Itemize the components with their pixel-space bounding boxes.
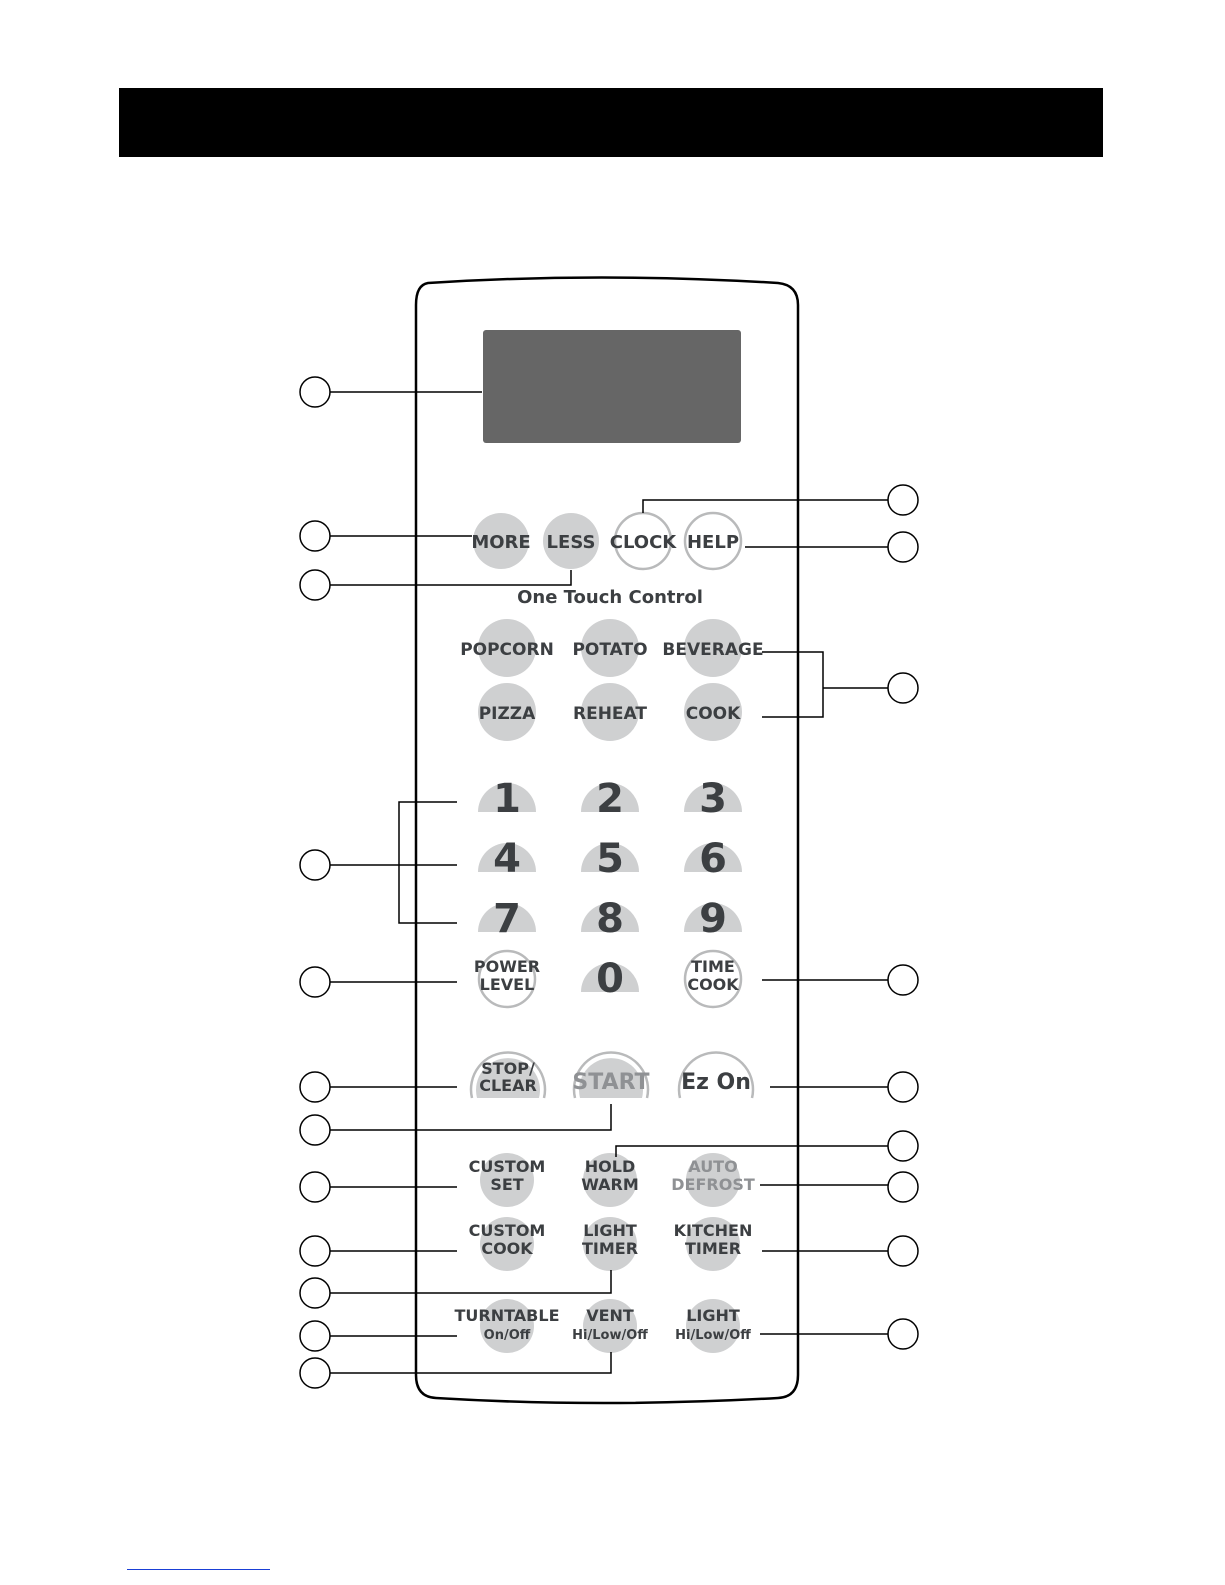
kitchen-timer-label-2: TIMER bbox=[685, 1239, 741, 1258]
callout-custom-cook bbox=[300, 1236, 330, 1266]
cook-label: COOK bbox=[686, 704, 741, 724]
key-3-label: 3 bbox=[699, 776, 727, 822]
callout-stop-clear bbox=[300, 1072, 330, 1102]
light-timer-label-1: LIGHT bbox=[583, 1221, 637, 1240]
callout-turntable bbox=[300, 1321, 330, 1351]
key-9-label: 9 bbox=[699, 896, 727, 942]
more-label: MORE bbox=[471, 532, 530, 553]
key-2-label: 2 bbox=[596, 776, 624, 822]
custom-cook-label-2: COOK bbox=[481, 1239, 533, 1258]
callout-auto-defrost bbox=[888, 1172, 918, 1202]
callout-vent bbox=[300, 1358, 330, 1388]
light-label-2: Hi/Low/Off bbox=[675, 1328, 751, 1343]
turntable-label-1: TURNTABLE bbox=[455, 1306, 560, 1325]
potato-label: POTATO bbox=[572, 640, 647, 660]
callout-hold-warm bbox=[888, 1131, 918, 1161]
time-cook-label-1: TIME bbox=[691, 957, 735, 976]
clock-label: CLOCK bbox=[610, 532, 678, 553]
time-cook-label-2: COOK bbox=[687, 975, 739, 994]
key-0-label: 0 bbox=[596, 956, 624, 1002]
start-label: START bbox=[572, 1070, 649, 1095]
one-touch-control-label: One Touch Control bbox=[517, 587, 703, 608]
callout-one-touch bbox=[888, 673, 918, 703]
callout-less bbox=[300, 570, 330, 600]
display-window bbox=[483, 330, 741, 443]
beverage-label: BEVERAGE bbox=[662, 640, 763, 660]
power-level-label-1: POWER bbox=[474, 957, 540, 976]
pizza-label: PIZZA bbox=[479, 704, 536, 724]
ez-on-label: Ez On bbox=[681, 1070, 751, 1095]
turntable-label-2: On/Off bbox=[484, 1328, 531, 1343]
light-label-1: LIGHT bbox=[686, 1306, 740, 1325]
power-level-label-2: LEVEL bbox=[480, 975, 535, 994]
custom-set-label-1: CUSTOM bbox=[469, 1157, 546, 1176]
reheat-label: REHEAT bbox=[573, 704, 647, 724]
popcorn-label: POPCORN bbox=[460, 640, 554, 660]
callout-power-level bbox=[300, 967, 330, 997]
callout-display bbox=[300, 377, 330, 407]
callout-keypad bbox=[300, 850, 330, 880]
key-5-label: 5 bbox=[596, 836, 624, 882]
custom-cook-label-1: CUSTOM bbox=[469, 1221, 546, 1240]
callout-help bbox=[888, 532, 918, 562]
callout-light bbox=[888, 1319, 918, 1349]
callout-time-cook bbox=[888, 965, 918, 995]
callout-ez-on bbox=[888, 1072, 918, 1102]
kitchen-timer-label-1: KITCHEN bbox=[674, 1221, 753, 1240]
vent-label-2: Hi/Low/Off bbox=[572, 1328, 648, 1343]
key-4-label: 4 bbox=[493, 836, 521, 882]
auto-defrost-label-2: DEFROST bbox=[671, 1175, 755, 1194]
callout-kitchen-timer bbox=[888, 1236, 918, 1266]
callout-light-timer bbox=[300, 1278, 330, 1308]
callout-more bbox=[300, 521, 330, 551]
custom-set-label-2: SET bbox=[490, 1175, 523, 1194]
key-1-label: 1 bbox=[493, 776, 521, 822]
callout-clock bbox=[888, 485, 918, 515]
callout-start bbox=[300, 1115, 330, 1145]
hold-warm-label-1: HOLD bbox=[585, 1157, 635, 1176]
auto-defrost-label-1: AUTO bbox=[688, 1157, 737, 1176]
less-label: LESS bbox=[547, 532, 596, 553]
help-label: HELP bbox=[687, 532, 739, 553]
key-6-label: 6 bbox=[699, 836, 727, 882]
hold-warm-label-2: WARM bbox=[581, 1175, 639, 1194]
footer-rule bbox=[127, 1569, 270, 1570]
key-7-label: 7 bbox=[493, 896, 521, 942]
vent-label-1: VENT bbox=[586, 1306, 634, 1325]
key-8-label: 8 bbox=[596, 896, 624, 942]
callout-custom-set bbox=[300, 1172, 330, 1202]
stop-clear-label-2: CLEAR bbox=[479, 1076, 537, 1095]
light-timer-label-2: TIMER bbox=[582, 1239, 638, 1258]
